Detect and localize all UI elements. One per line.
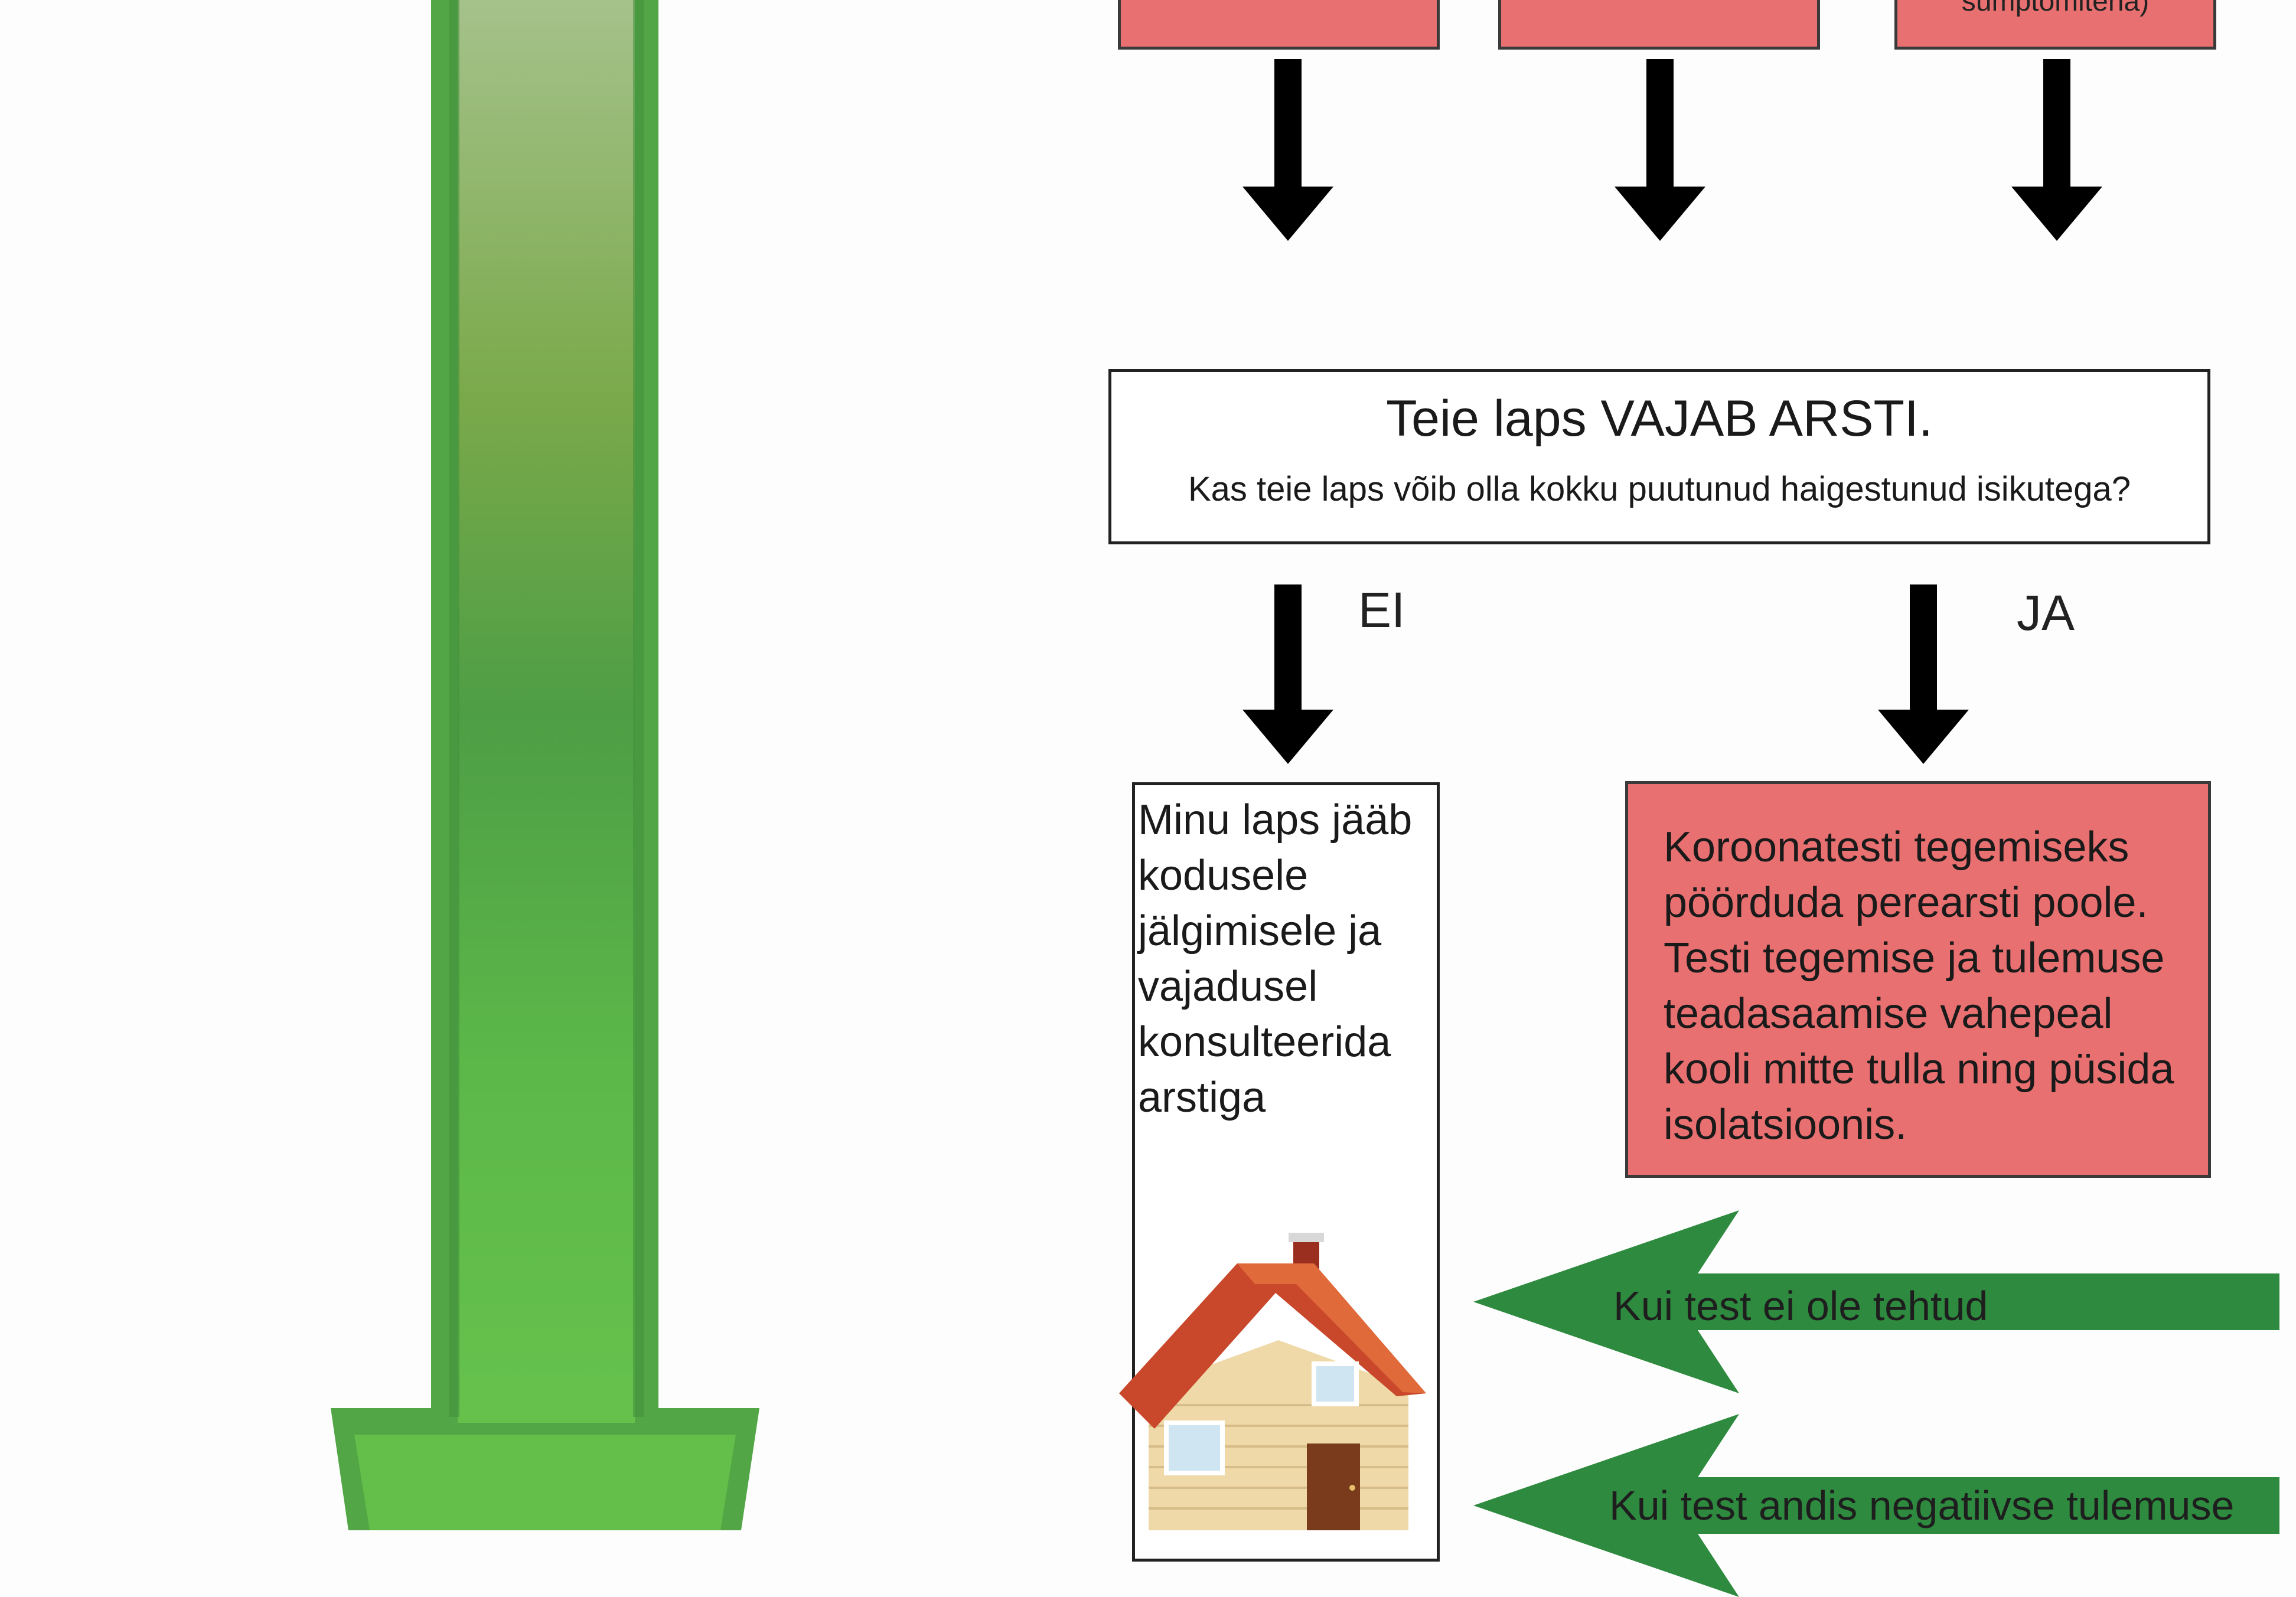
green-left-arrow-1-icon (1473, 1210, 2279, 1393)
doctor-box-question: Kas teie laps võib olla kokku puutunud h… (1188, 470, 2131, 508)
green-arrow-1-label: Kui test ei ole tehtud (1613, 1283, 1988, 1329)
house-icon (1119, 1233, 1426, 1530)
symptom-box-3: sümptomitena) (1894, 0, 2216, 50)
branch-label-yes: JA (2017, 585, 2075, 641)
doctor-box: Teie laps VAJAB ARSTI. Kas teie laps või… (1108, 369, 2210, 544)
test-box: Koroonatesti tegemiseks pöörduda perears… (1625, 781, 2211, 1178)
arrow-down-yes-icon (1878, 584, 1969, 765)
doctor-box-title: Teie laps VAJAB ARSTI. (1386, 390, 1933, 447)
symptom-box-2 (1498, 0, 1820, 50)
arrow-down-1-icon (1242, 59, 1333, 242)
symptom-box-1 (1118, 0, 1440, 50)
arrow-down-no-icon (1242, 584, 1333, 765)
branch-label-no: EI (1358, 582, 1405, 638)
big-green-down-arrow-icon (331, 0, 759, 1530)
home-box-text: Minu laps jääb kodusele jälgimisele ja v… (1138, 796, 1413, 1121)
arrow-down-2-icon (1615, 59, 1705, 242)
test-box-text: Koroonatesti tegemiseks pöörduda perears… (1664, 824, 2174, 1148)
symptom-box-3-text: sümptomitena) (1961, 0, 2150, 17)
arrow-down-3-icon (2011, 59, 2102, 242)
green-arrow-2-label: Kui test andis negatiivse tulemuse (1609, 1482, 2235, 1529)
